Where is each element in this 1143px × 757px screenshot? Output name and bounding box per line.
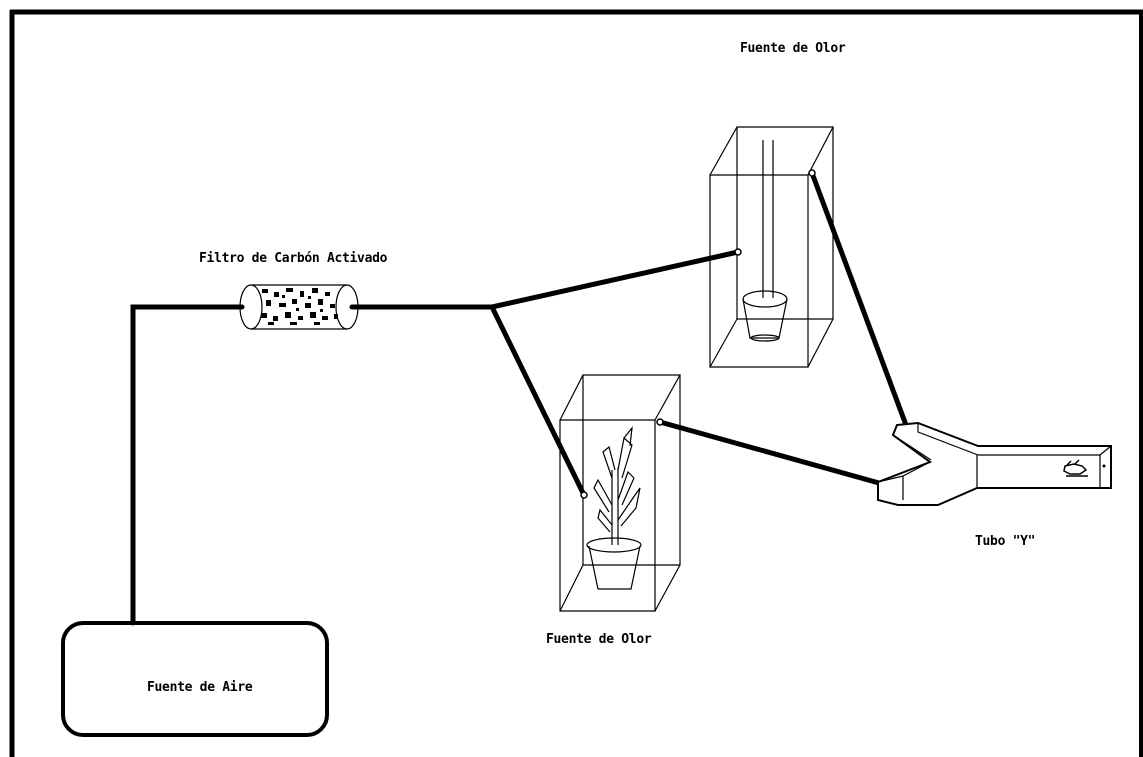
insect-icon	[1063, 459, 1088, 477]
label-carbon-filter: Filtro de Carbón Activado	[199, 251, 388, 266]
label-odor-source-bottom: Fuente de Olor	[546, 632, 652, 647]
label-y-tube: Tubo "Y"	[975, 534, 1035, 549]
air-source-box	[61, 621, 329, 737]
carbon-filter	[239, 284, 359, 330]
label-air-source: Fuente de Aire	[147, 680, 253, 695]
odor-chamber-bottom	[559, 374, 682, 612]
empty-pot-top	[742, 140, 788, 342]
odor-chamber-top	[709, 126, 834, 368]
y-tube	[877, 421, 1112, 506]
label-odor-source-top: Fuente de Olor	[740, 41, 846, 56]
carbon-particles	[261, 288, 338, 325]
frame	[9, 9, 1143, 757]
air-tubing	[130, 170, 909, 626]
plant-icon	[586, 426, 642, 590]
